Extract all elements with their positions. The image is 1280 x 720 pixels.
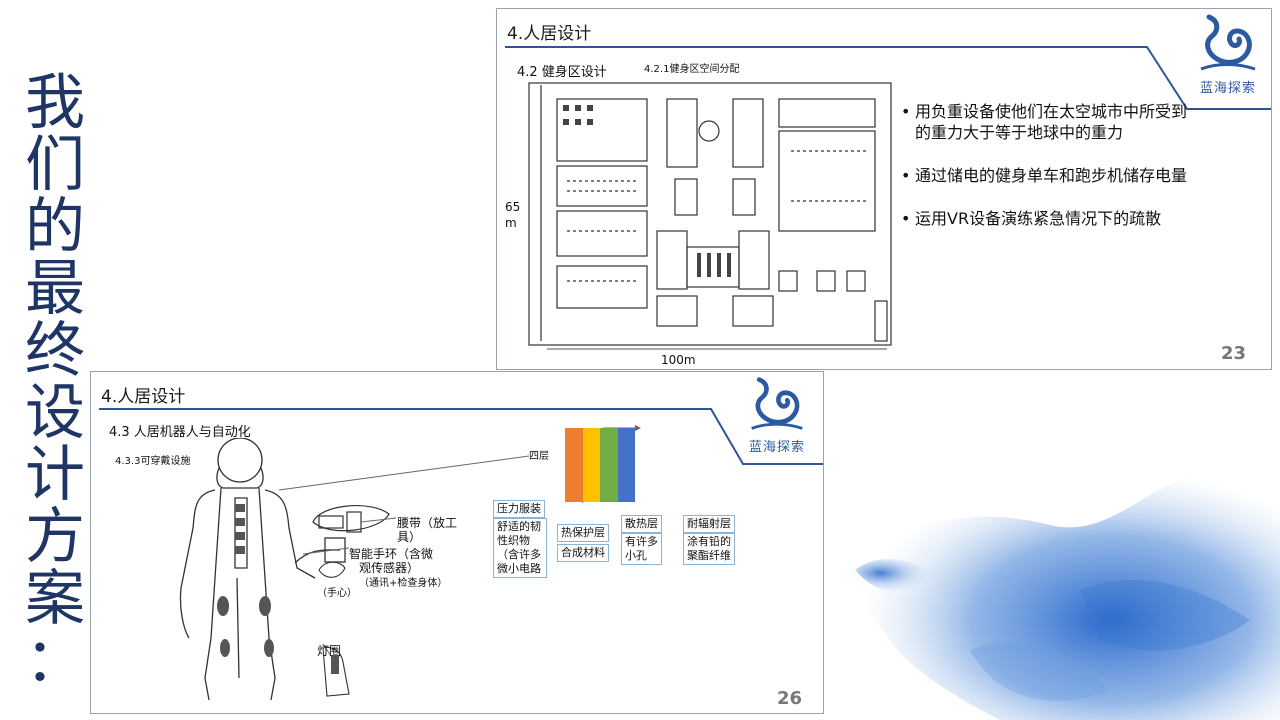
layer-swatch: [582, 428, 600, 502]
layer-swatch: [617, 428, 635, 502]
title-char: ：: [25, 626, 85, 696]
height-value: 65: [505, 200, 521, 214]
section-title: 4.2 健身区设计: [517, 65, 607, 80]
slide-header: 4.人居设计: [507, 24, 592, 44]
subsection-title: 4.3.3可穿戴设施: [115, 456, 191, 467]
slide-header: 4.人居设计: [101, 387, 186, 407]
layer-desc-line: 聚酯纤维: [687, 549, 731, 562]
lamp-ring-label: 灯圈: [317, 644, 342, 658]
height-dimension: 65 m: [505, 199, 520, 231]
bracelet-note: （通讯+检查身体）: [359, 578, 448, 589]
layers-label: 四层: [529, 451, 549, 462]
title-char: 方: [25, 502, 85, 572]
section-title: 4.3 人居机器人与自动化: [109, 425, 251, 440]
logo-text: 蓝海探索: [1199, 81, 1256, 96]
page-number: 23: [1221, 343, 1247, 364]
layer-desc-line: 有许多: [625, 535, 658, 548]
bracelet-label-line: 智能手环（含微: [349, 547, 434, 561]
layer-desc-line: 性织物: [497, 534, 530, 547]
logo-text: 蓝海探索: [748, 440, 805, 455]
palm-sketch: [318, 561, 346, 578]
height-unit: m: [505, 216, 517, 230]
title-char: 案: [25, 564, 85, 634]
logo: 蓝海探索: [1197, 11, 1259, 96]
bullet-list: 用负重设备使他们在太空城市中所受到的重力大于等于地球中的重力 通过储电的健身单车…: [901, 101, 1191, 251]
logo-icon: [751, 377, 803, 430]
title-char: 的: [25, 192, 85, 262]
floor-plan-sketch: [528, 82, 892, 350]
title-char: 最: [25, 254, 85, 324]
layer-desc-line: 涂有铅的: [687, 535, 731, 548]
subsection-title: 4.2.1健身区空间分配: [644, 64, 740, 75]
header-rule: [99, 408, 823, 465]
layer-desc-box: 涂有铅的 聚酯纤维: [683, 533, 735, 565]
layer-desc-line: （含许多: [497, 548, 541, 561]
title-char: 们: [25, 130, 85, 200]
header-rule: [505, 46, 1271, 110]
layer-name-box: 压力服装: [493, 500, 545, 518]
width-dimension: 100m: [661, 353, 696, 367]
layer-desc-box: 有许多 小孔: [621, 533, 662, 565]
logo-icon: [1200, 14, 1256, 71]
bullet-item: 通过储电的健身单车和跑步机储存电量: [901, 165, 1191, 186]
vertical-title: 我 们 的 最 终 设 计 方 案 ：: [16, 72, 94, 692]
palm-label: （手心）: [317, 588, 357, 599]
belt-label: 腰带（放工 具）: [397, 516, 457, 544]
bracelet-label-line: 观传感器）: [359, 561, 420, 575]
belt-device-sketch: [312, 504, 390, 533]
layer-name-box: 散热层: [621, 515, 662, 533]
belt-label-line: 腰带（放工: [397, 516, 458, 530]
page-number: 26: [777, 688, 803, 709]
watercolor-wash: [855, 468, 1280, 720]
title-char: 设: [25, 378, 85, 448]
layer-name-box: 耐辐射层: [683, 515, 735, 533]
bracelet-label: 智能手环（含微 观传感器）: [349, 547, 433, 575]
layer-desc-line: 微小电路: [497, 562, 541, 575]
lamp-ring-sketch: [322, 646, 350, 697]
layer-desc-line: 小孔: [625, 549, 647, 562]
belt-label-line: 具）: [397, 530, 422, 544]
layer-swatch: [600, 428, 618, 502]
layer-desc-line: 舒适的韧: [497, 520, 541, 533]
title-char: 计: [25, 440, 85, 510]
bullet-item: 运用VR设备演练紧急情况下的疏散: [901, 208, 1191, 229]
slide-fitness-zone: 4.人居设计 蓝海探索 4.2 健身区设计 4.2.1健身区空间分配: [496, 8, 1272, 370]
logo: 蓝海探索: [747, 374, 807, 455]
layer-desc-box: 合成材料: [557, 544, 609, 562]
title-char: 我: [25, 68, 85, 138]
slide-wearables: 4.人居设计 蓝海探索 4.3 人居机器人与自动化 4.3.3可穿戴设施: [90, 371, 824, 714]
layer-desc-box: 舒适的韧 性织物 （含许多 微小电路: [493, 518, 547, 578]
bullet-item: 用负重设备使他们在太空城市中所受到的重力大于等于地球中的重力: [901, 101, 1191, 143]
layer-swatch: [565, 428, 583, 502]
layer-color-stack: [565, 428, 635, 502]
title-char: 终: [25, 316, 85, 386]
layer-name-box: 热保护层: [557, 524, 609, 542]
